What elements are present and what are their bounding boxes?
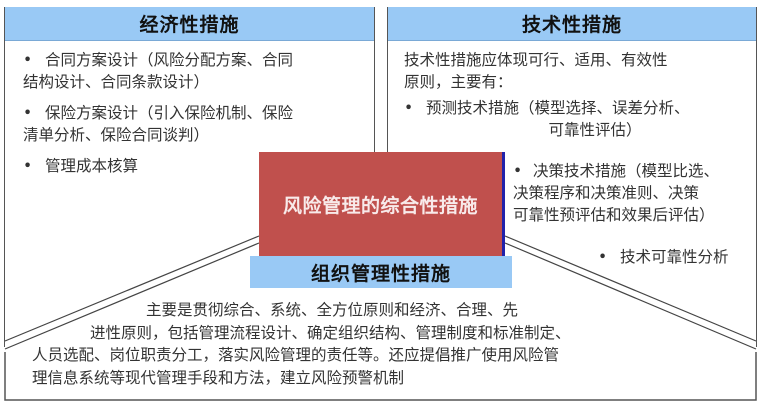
bullet-icon: • — [23, 157, 33, 175]
bullet-icon: • — [598, 248, 608, 266]
bullet-icon: • — [513, 162, 523, 180]
technical-measures-list: 技术性措施应体现可行、适用、有效性 原则，主要有： •预测技术措施（模型选择、误… — [388, 41, 756, 141]
org-line-4: 理信息系统等现代管理手段和方法，建立风险预警机制 — [32, 368, 405, 387]
economic-item-cost: •管理成本核算 — [23, 157, 139, 175]
organizational-measures-description: 主要是贯彻综合、系统、全方位原则和经济、合理、先 进性原则，包括管理流程设计、确… — [0, 299, 760, 389]
org-line-3: 人员选配、岗位职责分工，落实风险管理的责任等。还应提倡推广使用风险管 — [32, 346, 560, 364]
bullet-icon: • — [23, 51, 33, 69]
technical-item-prediction: •预测技术措施（模型选择、误差分析、 可靠性评估） — [404, 99, 690, 139]
technical-intro: 技术性措施应体现可行、适用、有效性 原则，主要有： — [404, 51, 668, 91]
economic-measures-list: •合同方案设计（风险分配方案、合同 结构设计、合同条款设计） •保险方案设计（引… — [5, 41, 374, 177]
bullet-icon: • — [404, 99, 414, 117]
economic-item-contract: •合同方案设计（风险分配方案、合同 结构设计、合同条款设计） — [23, 51, 294, 91]
technical-item-reliability: •技术可靠性分析 — [598, 248, 729, 266]
comprehensive-measures-box: 风险管理的综合性措施 — [259, 152, 505, 256]
org-line-1: 主要是贯彻综合、系统、全方位原则和经济、合理、先 — [146, 301, 519, 319]
org-line-2: 进性原则，包括管理流程设计、确定组织结构、管理制度和标准制定、 — [90, 323, 571, 342]
economic-item-insurance: •保险方案设计（引入保险机制、保险 清单分析、保险合同谈判） — [23, 104, 294, 144]
economic-measures-title: 经济性措施 — [5, 7, 374, 41]
technical-item-decision: •决策技术措施（模型比选、 决策程序和决策准则、决策 可靠性预评估和效果后评估） — [513, 162, 720, 224]
bullet-icon: • — [23, 104, 33, 122]
organizational-measures-title: 组织管理性措施 — [250, 256, 512, 288]
technical-measures-title: 技术性措施 — [388, 7, 756, 41]
